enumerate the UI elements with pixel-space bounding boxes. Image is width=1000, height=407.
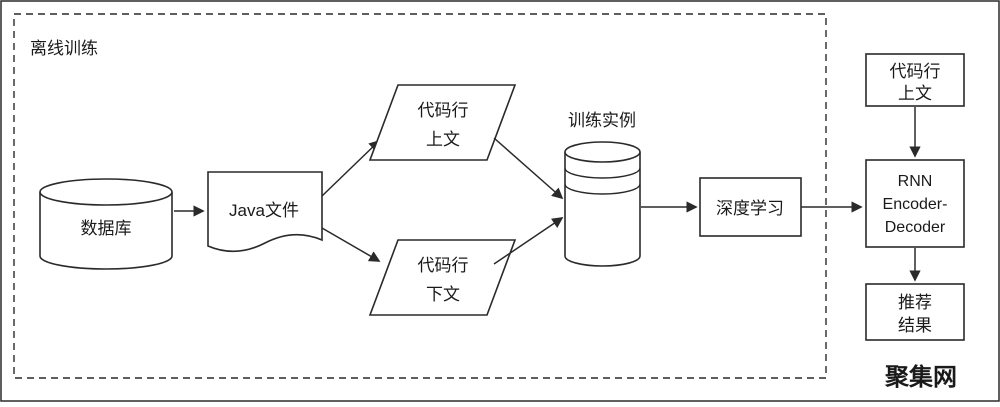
java-file-label: Java文件 [229, 201, 299, 220]
code-below-line2: 下文 [426, 285, 460, 304]
node-database: 数据库 [39, 178, 173, 270]
edge-javafile-to-code-above [321, 139, 381, 197]
training-instances-label: 训练实例 [568, 111, 636, 130]
node-code-below: 代码行 下文 [368, 239, 517, 316]
code-above-line1: 代码行 [418, 101, 469, 120]
node-code-above: 代码行 上文 [368, 84, 517, 161]
code-context-input-line2: 上文 [898, 84, 932, 103]
code-above-line2: 上文 [426, 130, 460, 149]
node-training-instances: 训练实例 [564, 111, 641, 267]
edge-code-above-to-instances [493, 137, 564, 200]
node-rnn-encoder-decoder: RNN Encoder- Decoder [865, 159, 965, 248]
rnn-line1: RNN [898, 173, 933, 190]
node-code-context-input: 代码行 上文 [865, 53, 965, 107]
code-below-line1: 代码行 [418, 256, 469, 275]
edge-code-below-to-instances [493, 217, 564, 265]
watermark-text: 聚集网 [884, 363, 957, 391]
offline-training-region-label: 离线训练 [30, 39, 98, 58]
deep-learning-label: 深度学习 [716, 199, 784, 218]
node-deep-learning: 深度学习 [699, 177, 802, 237]
rnn-line2: Encoder- [883, 196, 948, 213]
node-recommend-result: 推荐 结果 [865, 283, 965, 341]
node-java-file: Java文件 [207, 171, 323, 253]
database-label: 数据库 [81, 219, 132, 238]
edge-javafile-to-code-below [321, 227, 381, 262]
rnn-line3: Decoder [885, 219, 946, 236]
result-line2: 结果 [898, 316, 932, 335]
result-line1: 推荐 [898, 293, 932, 312]
code-context-input-line1: 代码行 [890, 62, 941, 81]
